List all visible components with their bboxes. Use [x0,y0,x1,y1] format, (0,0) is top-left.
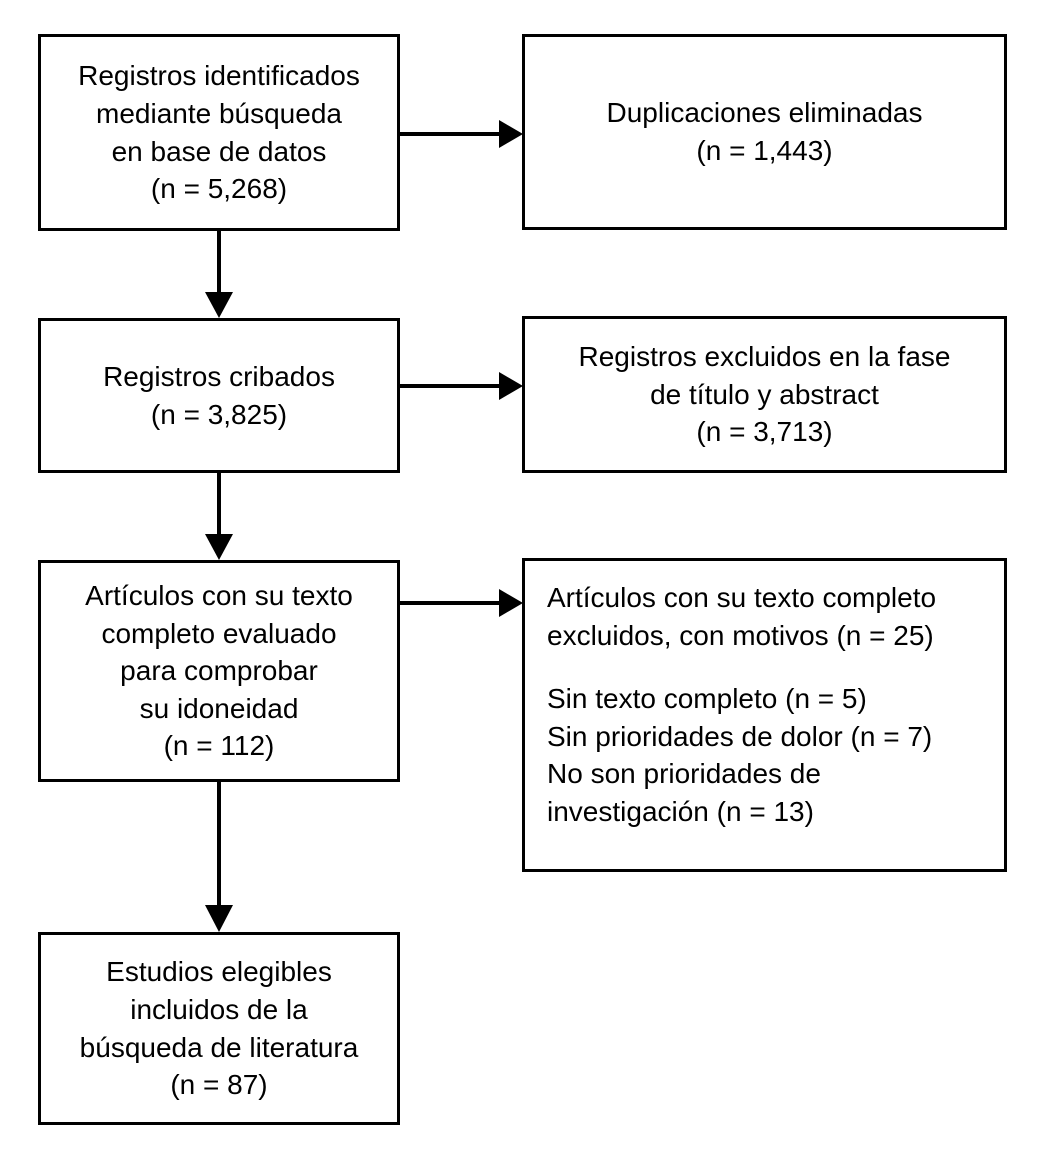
box-count-label: (n = 3,713) [696,416,833,448]
duplicates-removed-box: Duplicaciones eliminadas (n = 1,443) [522,34,1007,230]
box-text-line: su idoneidad [139,692,299,724]
arrow-eligibility-to-included [203,782,235,933]
records-screened-box: Registros cribados (n = 3,825) [38,318,400,473]
box-count-label: (n = 3,825) [150,398,288,430]
studies-included-box: Estudios elegibles incluidos de la búsqu… [38,932,400,1125]
box-count-label: (n = 5,268) [150,173,288,205]
box-text-line: Estudios elegibles [106,956,332,988]
box-text-line: en base de datos [111,135,327,167]
full-text-assessed-box: Artículos con su texto completo evaluado… [38,560,400,782]
arrow-identification-to-screened [203,231,235,319]
box-text-line: Registros cribados [103,360,335,392]
box-text-line: mediante búsqueda [96,97,342,129]
box-count-label: (n = 112) [163,730,275,762]
box-text-line: búsqueda de literatura [79,1031,359,1063]
box-text-line: Duplicaciones eliminadas [606,97,923,129]
arrow-screened-to-eligibility [203,473,235,561]
box-text-line: Registros excluidos en la fase [578,341,951,373]
box-text-line: de título y abstract [650,378,879,410]
full-text-excluded-box: Artículos con su texto completo excluido… [522,558,1007,872]
box-count-label: (n = 87) [170,1069,268,1101]
exclusion-reason: Sin prioridades de dolor (n = 7) [547,720,933,752]
arrow-identification-to-duplicates [400,118,524,150]
arrow-eligibility-to-excluded [400,587,524,619]
exclusion-heading: Artículos con su texto completo excluido… [547,582,937,651]
box-text-line: Registros identificados [78,60,360,92]
exclusion-reason: Sin texto completo (n = 5) [547,683,867,715]
records-excluded-box: Registros excluidos en la fase de título… [522,316,1007,473]
arrow-screened-to-excluded [400,370,524,402]
records-identified-box: Registros identificados mediante búsqued… [38,34,400,231]
box-text-line: Artículos con su texto [85,580,353,612]
box-count-label: (n = 1,443) [696,135,833,166]
exclusion-reason: No son prioridades de investigación (n =… [547,758,821,827]
box-text-line: incluidos de la [130,993,308,1025]
box-text-line: para comprobar [120,655,318,687]
box-text-line: completo evaluado [101,617,337,649]
